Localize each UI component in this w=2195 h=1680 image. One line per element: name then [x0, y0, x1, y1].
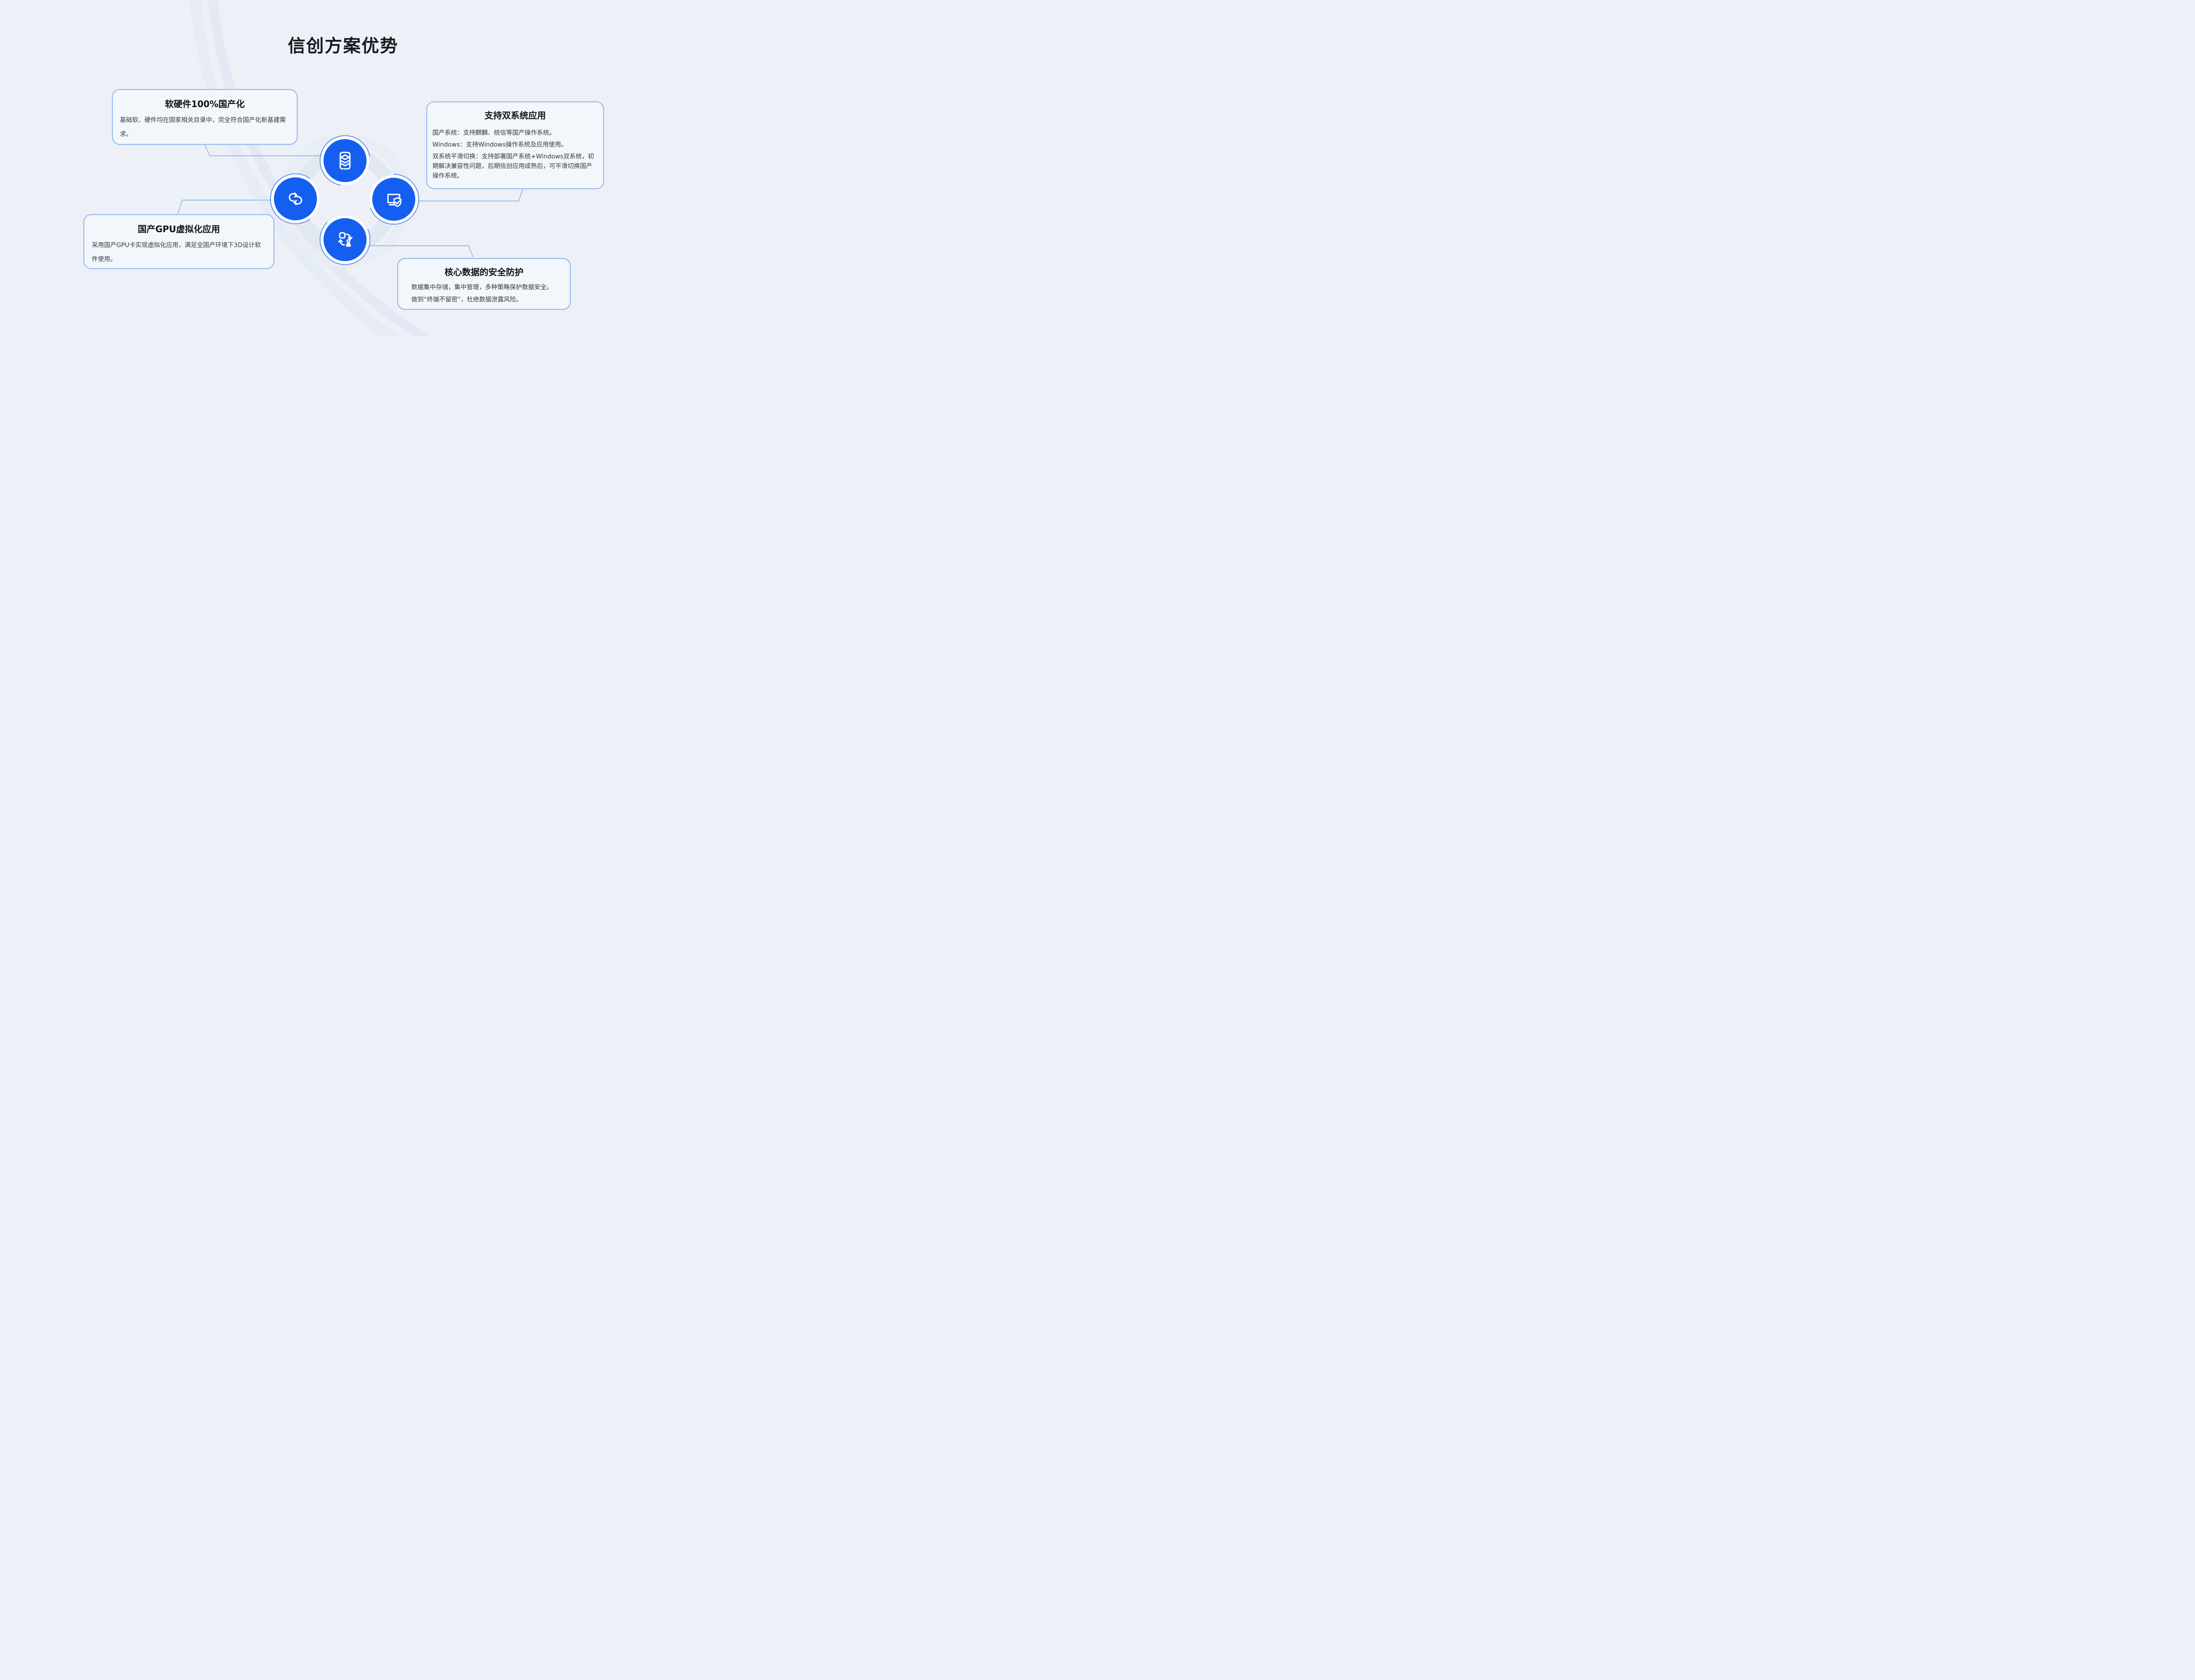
card-text: 双系统平滑切换：支持部署国产系统+Windows双系统，初期解决兼容性问题，后期… [432, 153, 594, 179]
card-text: 国产系统：支持麒麟、统信等国产操作系统。 [432, 129, 555, 136]
card-title: 支持双系统应用 [484, 110, 546, 121]
node-accent-arc [320, 214, 371, 265]
card-body: 采用国产GPU卡实现虚拟化应用，满足全国产环境下3D设计软件使用。 [92, 238, 266, 266]
card-text: 采用国产GPU卡实现虚拟化应用，满足全国产环境下3D设计软件使用。 [92, 242, 261, 263]
user-swap-icon [338, 232, 353, 247]
sync-icon [288, 192, 302, 205]
node-accent-arc [270, 173, 321, 224]
card-text: 做到“终端不留密”，杜绝数据泄露风险。 [411, 296, 522, 303]
card-data-security: 核心数据的安全防护 数据集中存储，集中管理，多种策略保护数据安全。 做到“终端不… [397, 258, 571, 310]
card-text: Windows：支持Windows操作系统及应用使用。 [432, 141, 567, 148]
card-body: 基础软、硬件均在国家相关目录中，完全符合国产化新基建需求。 [120, 113, 290, 141]
hub-node-data-security [319, 213, 371, 266]
hub-node-dual-system [367, 173, 420, 226]
connector-hardware-card [204, 144, 322, 157]
node-accent-arc [368, 174, 419, 225]
layers-server-icon [339, 151, 351, 170]
card-dual-system: 支持双系统应用 国产系统：支持麒麟、统信等国产操作系统。 Windows：支持W… [426, 101, 604, 189]
connector-security-card [369, 245, 474, 258]
connector-dual-card [417, 189, 524, 202]
card-title: 国产GPU虚拟化应用 [137, 224, 220, 234]
card-title: 软硬件100%国产化 [165, 99, 245, 109]
card-title: 核心数据的安全防护 [444, 267, 524, 277]
node-accent-arc [320, 135, 371, 186]
card-text: 基础软、硬件均在国家相关目录中，完全符合国产化新基建需求。 [120, 117, 286, 138]
connector-gpu-card [177, 199, 272, 214]
card-body: 国产系统：支持麒麟、统信等国产操作系统。 Windows：支持Windows操作… [432, 128, 598, 181]
hub-node-gpu [269, 172, 322, 225]
node-circle [324, 218, 367, 261]
card-hardware-localization: 软硬件100%国产化 基础软、硬件均在国家相关目录中，完全符合国产化新基建需求。 [112, 89, 298, 145]
page-title: 信创方案优势 [288, 36, 399, 56]
card-text: 数据集中存储，集中管理，多种策略保护数据安全。 [411, 284, 553, 291]
card-body: 数据集中存储，集中管理，多种策略保护数据安全。 做到“终端不留密”，杜绝数据泄露… [411, 281, 557, 306]
card-gpu-virtualization: 国产GPU虚拟化应用 采用国产GPU卡实现虚拟化应用，满足全国产环境下3D设计软… [83, 214, 274, 269]
hub-node-hardware [319, 134, 371, 187]
monitor-shield-icon [387, 194, 402, 207]
node-circle [324, 139, 367, 182]
node-circle [274, 177, 317, 220]
infographic-canvas: 信创方案优势 软硬件100%国产化 基础软、硬件均在国家相关目录中，完全符合国产… [0, 0, 686, 336]
